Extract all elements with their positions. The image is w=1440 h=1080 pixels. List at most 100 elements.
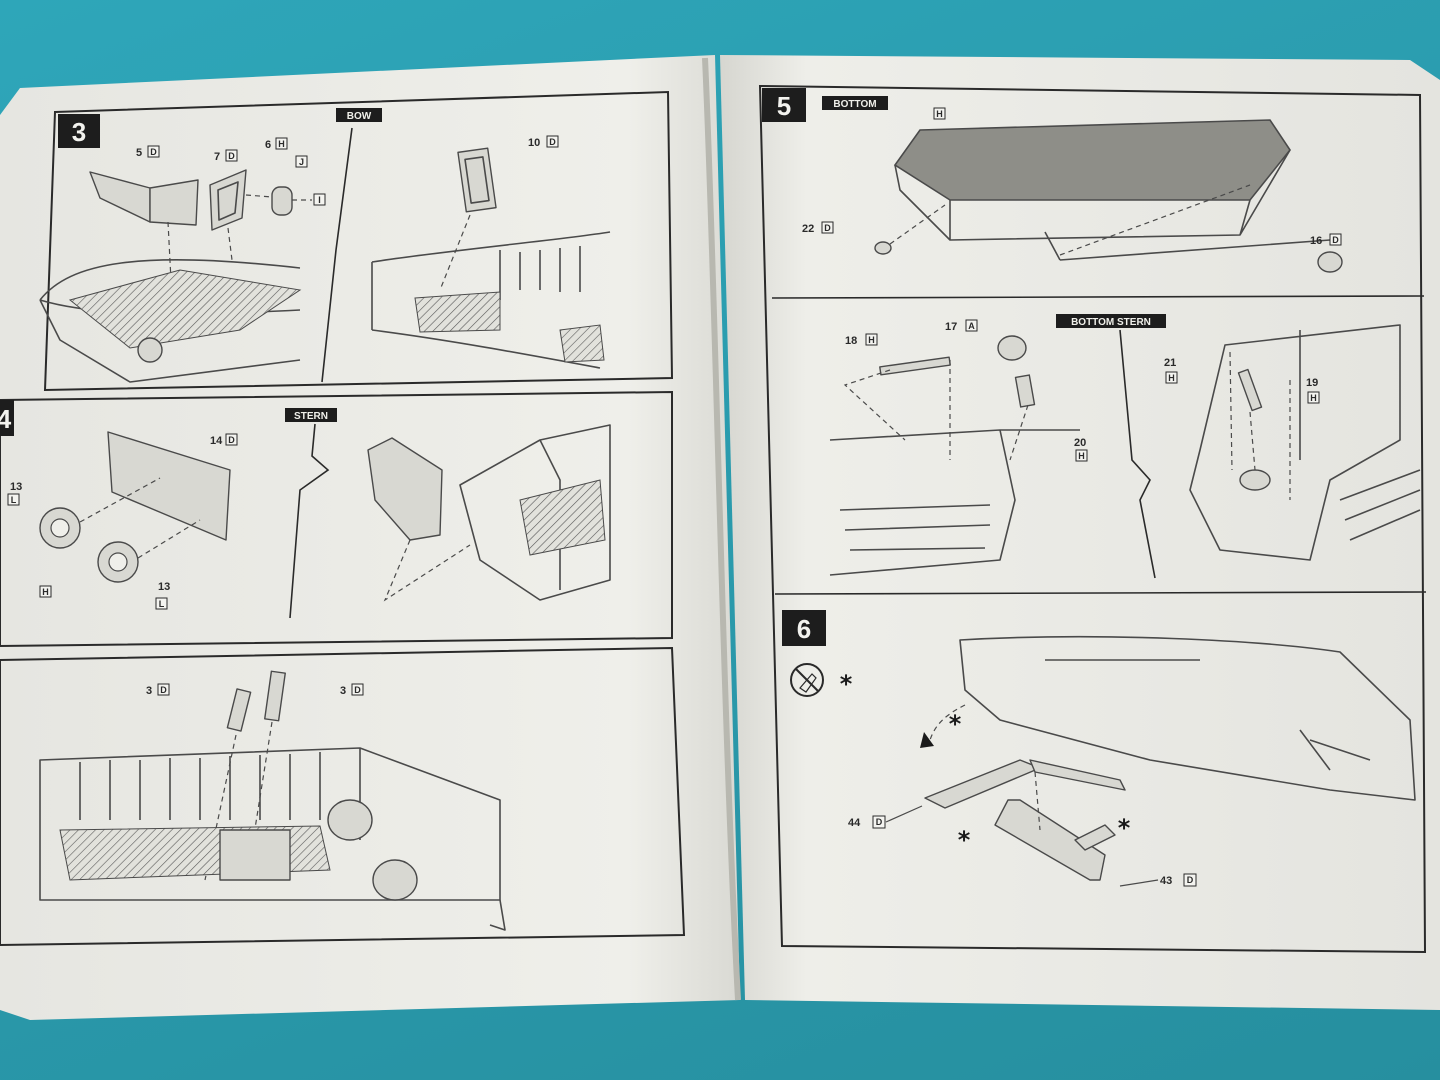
note-symbol-2: * — [958, 826, 971, 854]
step3-frame — [43, 90, 674, 392]
hull-bottom-side — [894, 149, 1291, 241]
step4-number: 4 — [0, 404, 12, 434]
part-19-strut — [1237, 368, 1263, 412]
part-label-J: J — [295, 155, 308, 168]
svg-text:D: D — [824, 223, 831, 233]
part-label-I: I — [313, 193, 326, 206]
bottom-stern-hull — [1189, 324, 1401, 561]
step3-number-badge: 3 — [58, 114, 100, 148]
part-label-3D-2: 3 D — [340, 683, 364, 697]
step3-view-label: BOW — [347, 111, 372, 122]
stern-panel — [367, 437, 443, 541]
svg-text:19: 19 — [1306, 377, 1318, 389]
bow-cabin — [371, 231, 611, 369]
part-5-panel-right — [149, 179, 199, 226]
part-label-18H: 18 H — [845, 333, 878, 347]
part-14-transom — [107, 431, 231, 541]
step3-bow-drawing — [39, 147, 611, 383]
step5-stern-drawing — [829, 324, 1421, 576]
svg-text:I: I — [318, 195, 321, 205]
svg-text:7: 7 — [214, 151, 220, 163]
svg-text:5: 5 — [136, 147, 142, 159]
svg-text:J: J — [299, 157, 304, 167]
svg-text:H: H — [1310, 393, 1317, 403]
svg-text:20: 20 — [1074, 437, 1086, 449]
part-label-21H: 21 H — [1164, 357, 1178, 384]
part-3-post-1 — [226, 688, 252, 732]
step5-view-label-2: BOTTOM STERN — [1071, 317, 1151, 328]
svg-text:H: H — [278, 139, 285, 149]
svg-text:H: H — [42, 587, 49, 597]
step3-number: 3 — [72, 117, 86, 147]
svg-text:H: H — [868, 335, 875, 345]
svg-text:L: L — [159, 599, 165, 609]
step6-number: 6 — [797, 614, 811, 644]
svg-text:3: 3 — [340, 685, 346, 697]
part-label-44D: 44 D — [848, 805, 923, 829]
part-label-5D: 5 D — [136, 145, 160, 159]
part-43-stand — [994, 799, 1106, 881]
step4-view-tag: STERN — [285, 408, 337, 422]
note-symbol-1: * — [949, 710, 962, 738]
part-label-20H: 20 H — [1074, 437, 1088, 462]
svg-text:D: D — [228, 435, 235, 445]
part-label-17A: 17 A — [945, 319, 978, 333]
part-label-16D: 16 D — [1310, 233, 1342, 247]
part-label-14D: 14 D — [210, 433, 238, 447]
part-label-H-ring: H — [39, 585, 52, 598]
step5-number-badge: 5 — [762, 88, 806, 122]
part-17-propeller — [997, 335, 1027, 361]
no-glue-note-symbol: * — [840, 670, 853, 698]
part-label-43D: 43 D — [1119, 873, 1197, 887]
part-label-13L-2: 13 L — [155, 581, 170, 610]
step5-view-label: BOTTOM — [833, 99, 876, 110]
svg-text:H: H — [936, 109, 943, 119]
svg-text:D: D — [160, 685, 167, 695]
hull-assembled — [959, 635, 1416, 801]
svg-text:13: 13 — [158, 581, 170, 593]
svg-text:H: H — [1168, 373, 1175, 383]
part-label-22D: 22 D — [802, 221, 834, 235]
svg-text:6: 6 — [265, 139, 271, 151]
interior-ribs — [79, 752, 321, 820]
step5-divider — [771, 295, 1425, 299]
step5-view-tag-2: BOTTOM STERN — [1056, 314, 1166, 328]
part-3-post-2 — [264, 670, 286, 722]
part-label-6H: 6 H — [265, 137, 288, 151]
step4-view-label: STERN — [294, 411, 328, 422]
svg-text:14: 14 — [210, 435, 223, 447]
svg-text:D: D — [549, 137, 556, 147]
part-label-3D-1: 3 D — [146, 683, 170, 697]
svg-text:D: D — [354, 685, 361, 695]
stern-hull — [459, 424, 611, 601]
hull-bottom-part-H — [893, 119, 1291, 201]
svg-text:17: 17 — [945, 321, 957, 333]
part-label-13L-1: 13 L — [7, 481, 22, 506]
svg-text:22: 22 — [802, 223, 814, 235]
booklet-spine — [702, 57, 741, 1001]
part-label-H-bottom: H — [933, 107, 946, 120]
step3-view-tag: BOW — [336, 108, 382, 122]
note-symbol-3: * — [1118, 814, 1131, 842]
part-10-window — [457, 147, 497, 213]
step4-frame — [0, 390, 673, 648]
bottom-panel-drawing — [39, 670, 506, 931]
step4-number-badge: 4 — [0, 400, 14, 436]
stern-hull-side — [829, 429, 1080, 576]
step5-number: 5 — [777, 91, 791, 121]
svg-text:21: 21 — [1164, 357, 1176, 369]
no-glue-icon — [790, 663, 824, 697]
svg-text:D: D — [1332, 235, 1339, 245]
svg-text:L: L — [11, 495, 17, 505]
right-page-paper — [720, 55, 1440, 1010]
svg-text:D: D — [228, 151, 235, 161]
arrow-head — [920, 732, 934, 748]
bottom-panel-frame — [0, 646, 686, 947]
part-label-10D: 10 D — [528, 135, 559, 149]
svg-text:44: 44 — [848, 817, 861, 829]
part-6-lamp — [271, 186, 293, 216]
step5-view-divider — [1119, 329, 1156, 579]
step6-stand-drawing — [920, 635, 1416, 881]
part-16-keel — [1044, 231, 1331, 261]
